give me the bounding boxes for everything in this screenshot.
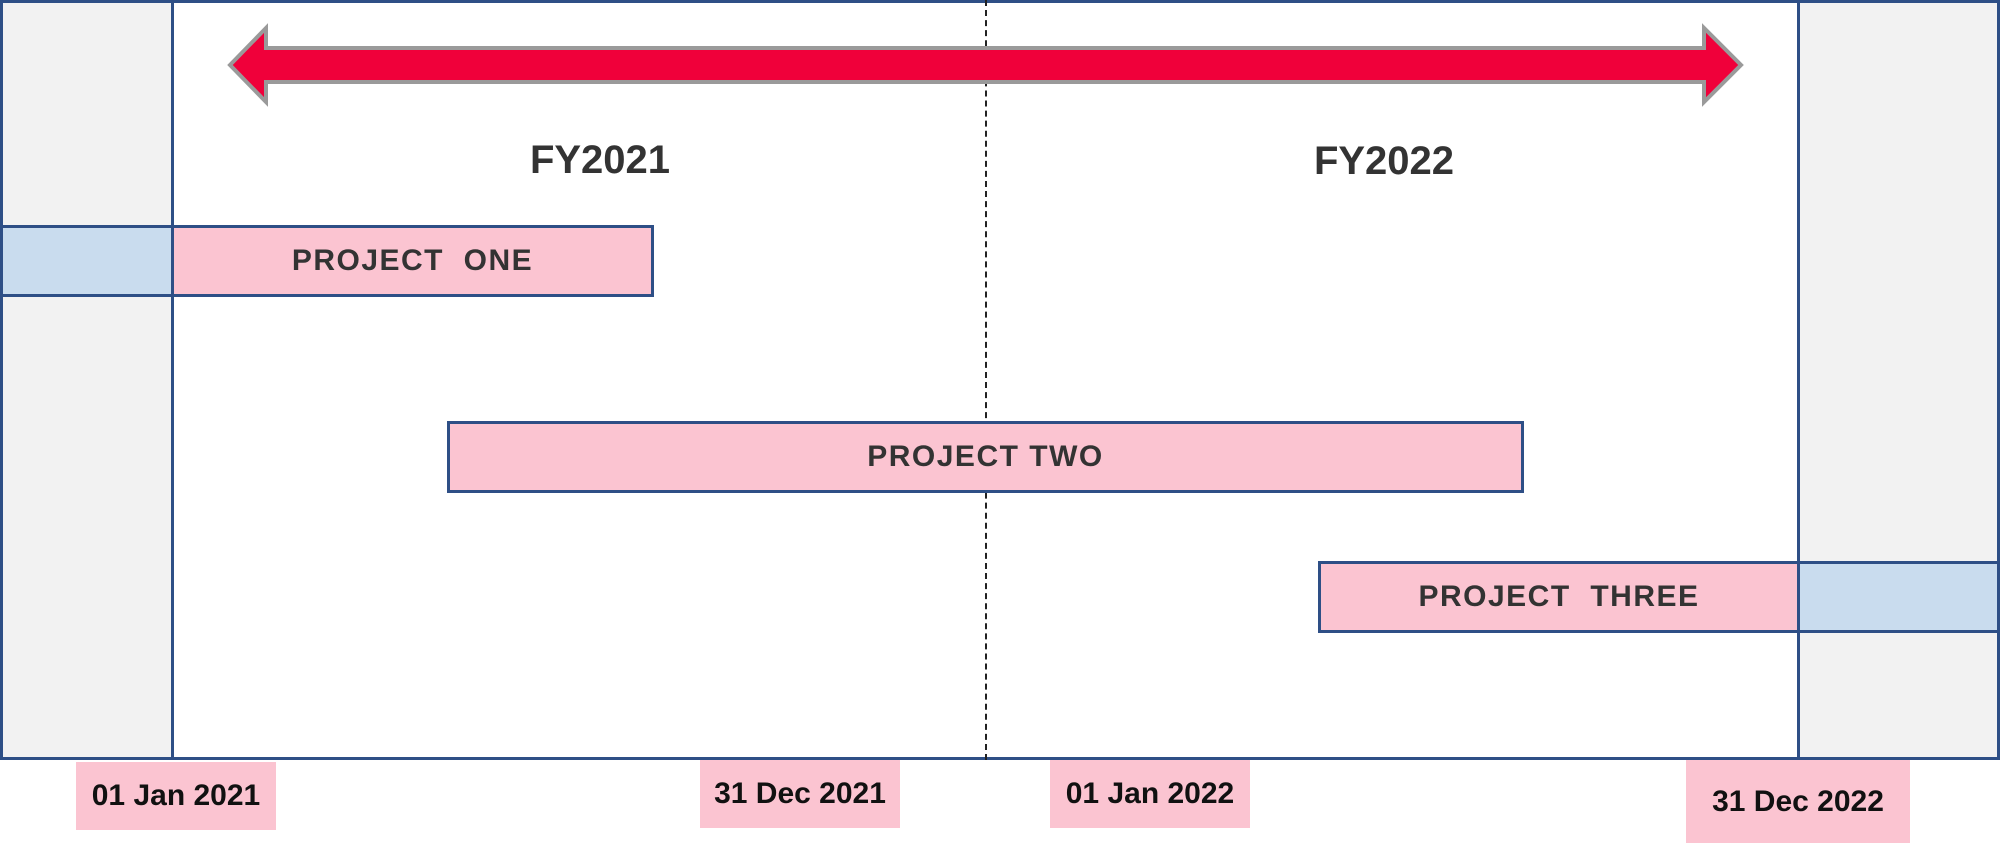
date-label-end-2021: 31 Dec 2021 bbox=[700, 760, 900, 828]
timespan-arrow-shape bbox=[227, 23, 1744, 107]
project-one-label: PROJECT ONE bbox=[291, 244, 534, 277]
project-three-extension bbox=[1797, 561, 2000, 633]
project-two-label: PROJECT TWO bbox=[867, 440, 1104, 473]
date-label-start-2021: 01 Jan 2021 bbox=[76, 762, 276, 830]
timeline-frame bbox=[0, 0, 2000, 760]
fiscal-year-label-2022: FY2022 bbox=[1313, 139, 1455, 183]
project-three-bar: PROJECT THREE bbox=[1318, 561, 1800, 633]
project-two-bar: PROJECT TWO bbox=[447, 421, 1524, 493]
project-one-bar: PROJECT ONE bbox=[171, 225, 654, 297]
date-label-start-2022: 01 Jan 2022 bbox=[1050, 760, 1250, 828]
double-arrow-icon bbox=[227, 23, 1744, 107]
timeline-frame-border bbox=[0, 0, 2000, 760]
left-side-panel bbox=[3, 0, 173, 760]
end-boundary-line bbox=[1797, 0, 1800, 760]
start-boundary-line bbox=[171, 0, 174, 760]
fiscal-year-label-2021: FY2021 bbox=[529, 138, 671, 182]
right-side-panel bbox=[1800, 0, 1997, 760]
year-divider-line bbox=[985, 0, 987, 760]
project-one-extension bbox=[0, 225, 174, 297]
project-three-label: PROJECT THREE bbox=[1418, 580, 1700, 613]
date-label-end-2022: 31 Dec 2022 bbox=[1686, 760, 1910, 843]
